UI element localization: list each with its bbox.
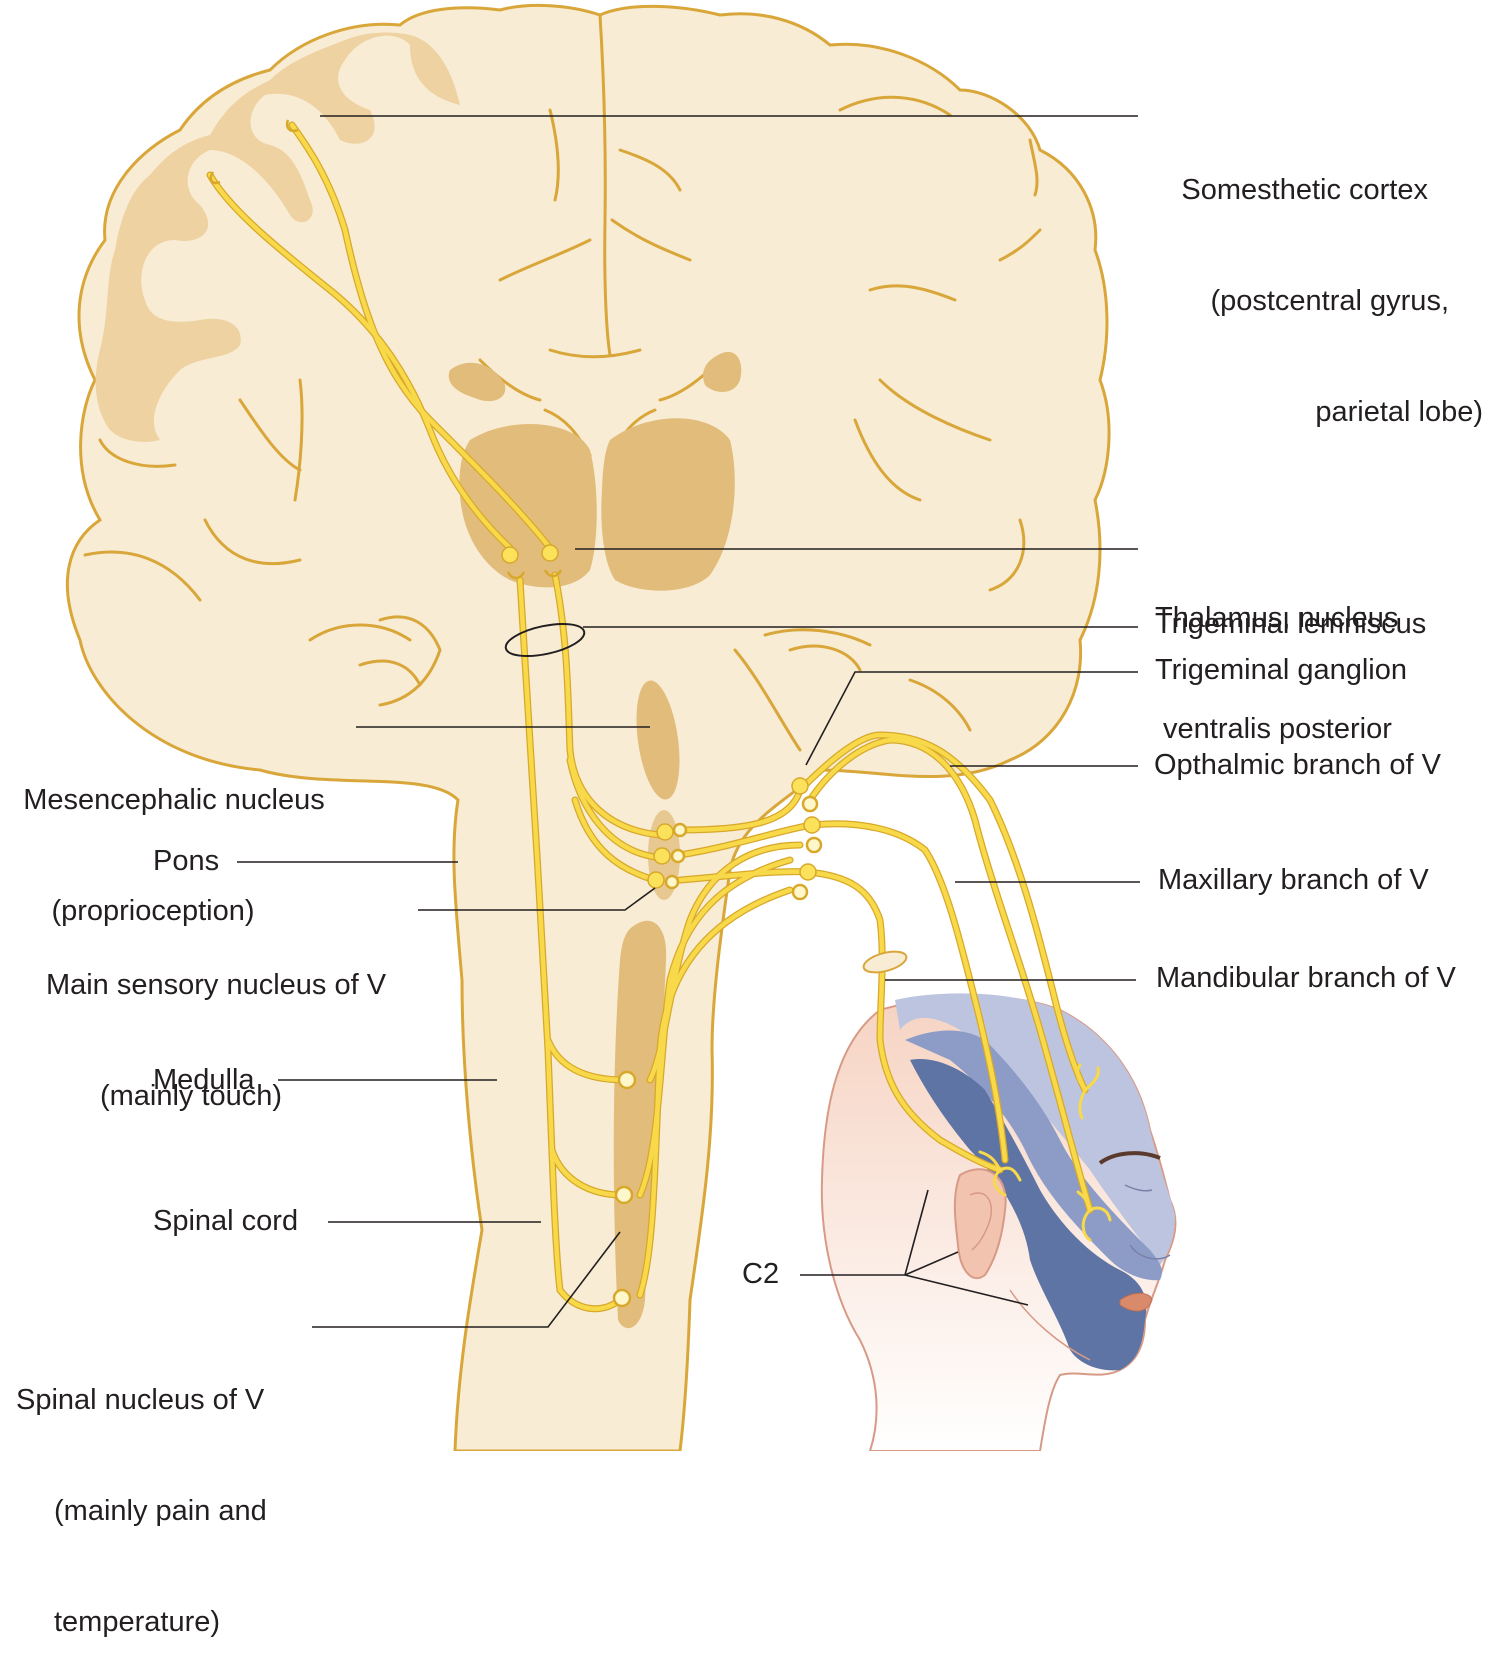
leader-main-sensory bbox=[418, 887, 656, 911]
spinal-cord-label: Spinal cord bbox=[153, 1205, 299, 1237]
trigeminal-lemniscus-label: Trigeminal lemniscus bbox=[1155, 608, 1427, 640]
somesthetic-line-1: Somesthetic cortex bbox=[1181, 174, 1428, 206]
head-drawing bbox=[820, 993, 1177, 1451]
leader-spinal-nucleus bbox=[312, 1231, 621, 1328]
ophthalmic-branch-label: Opthalmic branch of V bbox=[1154, 749, 1441, 781]
somesthetic-cortex-label: Somesthetic cortex (postcentral gyrus, p… bbox=[1181, 98, 1483, 468]
maxillary-zone bbox=[905, 1030, 1162, 1281]
lateral-ventricle-right bbox=[703, 351, 742, 392]
ear bbox=[953, 1168, 1007, 1280]
pons-label: Pons bbox=[153, 845, 220, 877]
spinal-nucleus-line-1: Spinal nucleus of V bbox=[16, 1384, 265, 1416]
thalamus-label: Thalamus, nucleus ventralis posterior bbox=[1155, 526, 1398, 785]
somesthetic-line-2: (postcentral gyrus, bbox=[1210, 285, 1449, 317]
main-sensory-line-1: Main sensory nucleus of V bbox=[45, 969, 387, 1001]
ear-inner bbox=[969, 1192, 992, 1251]
spinal-nucleus-label: Spinal nucleus of V (mainly pain and tem… bbox=[16, 1308, 267, 1678]
jaw-line bbox=[1009, 1289, 1091, 1361]
lateral-ventricle-left bbox=[448, 362, 506, 402]
ophthalmic-zone bbox=[895, 993, 1175, 1265]
medulla-label: Medulla bbox=[153, 1064, 255, 1096]
spinal-nucleus-line-2: (mainly pain and bbox=[54, 1495, 267, 1527]
somesthetic-line-3: parietal lobe) bbox=[1315, 396, 1483, 428]
eye bbox=[1124, 1184, 1153, 1192]
spinal-nucleus-line-3: temperature) bbox=[54, 1606, 221, 1638]
nerve-fibers bbox=[206, 119, 1112, 1313]
lips bbox=[1119, 1292, 1153, 1312]
mesencephalic-nucleus-label: Mesencephalic nucleus (proprioception) bbox=[0, 708, 348, 967]
leader-c2-c bbox=[904, 1274, 1029, 1306]
thalamus-line-2: ventralis posterior bbox=[1163, 713, 1392, 745]
trigeminal-pathway-diagram bbox=[65, 3, 1177, 1451]
brain-outline bbox=[65, 3, 1111, 1451]
leader-c2-a bbox=[904, 1189, 929, 1276]
trigeminal-ganglion-label: Trigeminal ganglion bbox=[1155, 654, 1408, 686]
maxillary-branch-label: Maxillary branch of V bbox=[1158, 864, 1429, 896]
mesencephalic-line-2: (proprioception) bbox=[51, 895, 255, 927]
thalamus-right bbox=[601, 418, 735, 591]
mesencephalic-nucleus-shape bbox=[636, 680, 680, 800]
spinal-nucleus-shape bbox=[613, 920, 667, 1329]
mandibular-zone bbox=[910, 1059, 1147, 1371]
trigeminal-lemniscus-ring bbox=[504, 622, 586, 658]
nose bbox=[1129, 1244, 1171, 1260]
mandibular-exit-tube bbox=[862, 950, 908, 974]
brain-section bbox=[65, 3, 1111, 1451]
mesencephalic-line-1: Mesencephalic nucleus bbox=[23, 784, 325, 816]
leader-ganglion bbox=[805, 671, 1138, 766]
main-sensory-line-2: (mainly touch) bbox=[99, 1080, 283, 1112]
thalamus-line-1: Thalamus, nucleus bbox=[1155, 602, 1399, 634]
mandibular-branch-label: Mandibular branch of V bbox=[1156, 962, 1456, 994]
main-sensory-nucleus-label: Main sensory nucleus of V (mainly touch) bbox=[18, 893, 414, 1152]
c2-label: C2 bbox=[742, 1258, 780, 1290]
leader-c2-b bbox=[904, 1251, 959, 1276]
somesthetic-cortex-band bbox=[95, 32, 461, 442]
eyebrow bbox=[1098, 1151, 1161, 1165]
leader-lines bbox=[237, 115, 1140, 1328]
thalamus-left bbox=[459, 423, 597, 588]
